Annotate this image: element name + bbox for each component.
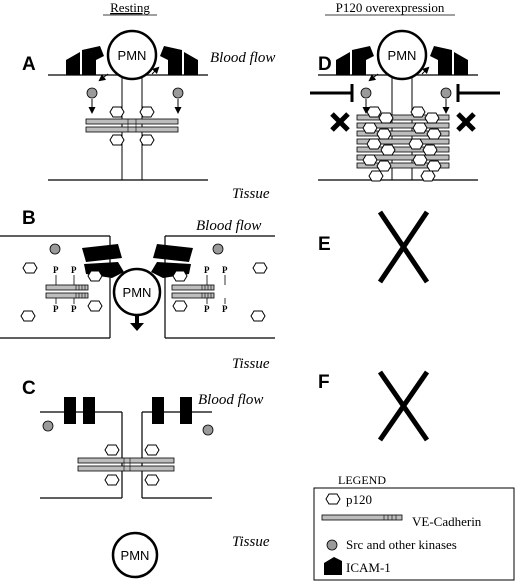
- legend-item: VE-Cadherin: [412, 514, 482, 529]
- panel-b: B PMN P P P P: [0, 208, 275, 372]
- svg-text:P: P: [53, 265, 59, 275]
- icam1-marker: [180, 397, 192, 424]
- kinase-dot: [42, 420, 54, 432]
- pmn-cell: [376, 29, 428, 81]
- pmn-cell: [106, 29, 158, 81]
- tissue-label: Tissue: [232, 186, 270, 202]
- pmn-label: PMN: [388, 48, 417, 63]
- svg-text:P: P: [204, 304, 210, 314]
- legend-item: ICAM-1: [346, 560, 391, 575]
- icam1-marker: [151, 244, 193, 278]
- pmn-label: PMN: [123, 285, 152, 300]
- kinase-dot: [202, 424, 214, 436]
- icam1-icon: [324, 557, 342, 575]
- kinase-dot: [86, 87, 98, 99]
- icam1-marker: [82, 244, 124, 278]
- icam1-marker: [152, 397, 164, 424]
- kinase-dot: [172, 87, 184, 99]
- panel-e-letter: E: [318, 234, 331, 255]
- kinase-dot: [49, 243, 61, 255]
- not-applicable-x: [377, 370, 430, 442]
- pmn-label: PMN: [118, 48, 147, 63]
- icam1-marker: [430, 46, 468, 75]
- ve-cadherin-icon: [321, 514, 403, 521]
- pmn-label: PMN: [121, 548, 150, 563]
- transmigration-arrow: [130, 323, 144, 331]
- panel-f: F: [318, 370, 430, 442]
- blood-flow-label: Blood flow: [196, 218, 261, 234]
- tissue-label: Tissue: [232, 534, 270, 550]
- block-x: [330, 112, 350, 132]
- panel-e: E: [318, 210, 430, 284]
- kinase-dot: [212, 243, 224, 255]
- panel-a-letter: A: [22, 54, 36, 75]
- not-applicable-x: [377, 210, 430, 284]
- blood-flow-label: Blood flow: [210, 50, 275, 66]
- icam1-marker: [336, 46, 374, 75]
- panel-c: C Blood flow PMN Tissue: [22, 378, 270, 579]
- kinase-dot: [360, 87, 372, 99]
- panel-f-letter: F: [318, 372, 330, 393]
- cadherin-stack: [356, 114, 450, 169]
- panel-d-letter: D: [318, 54, 332, 75]
- blood-flow-label: Blood flow: [198, 392, 263, 408]
- panel-c-letter: C: [22, 378, 36, 399]
- svg-text:P: P: [222, 265, 228, 275]
- icam1-marker: [64, 397, 76, 424]
- panel-a: A PMN Blood flow Tissue: [22, 29, 275, 202]
- svg-text:P: P: [71, 265, 77, 275]
- pmn-cell: [111, 531, 159, 579]
- svg-text:P: P: [204, 265, 210, 275]
- panel-b-letter: B: [22, 208, 36, 229]
- legend: LEGEND p120 VE-Cadherin Src and other ki…: [313, 473, 515, 581]
- legend-title: LEGEND: [338, 473, 386, 487]
- header-p120-overexpression: P120 overexpression: [336, 0, 445, 15]
- kinase-icon: [326, 539, 338, 551]
- header-resting: Resting: [110, 0, 150, 15]
- panel-d: D PMN: [310, 29, 500, 182]
- block-x: [456, 112, 476, 132]
- icam1-marker: [83, 397, 95, 424]
- icam1-marker: [66, 46, 104, 75]
- legend-item: Src and other kinases: [346, 537, 457, 552]
- svg-text:P: P: [71, 304, 77, 314]
- icam1-marker: [160, 46, 198, 75]
- legend-item: p120: [346, 492, 372, 507]
- svg-text:P: P: [53, 304, 59, 314]
- svg-text:P: P: [222, 304, 228, 314]
- tissue-label: Tissue: [232, 356, 270, 372]
- kinase-dot: [440, 87, 452, 99]
- p120-icon: [325, 493, 341, 505]
